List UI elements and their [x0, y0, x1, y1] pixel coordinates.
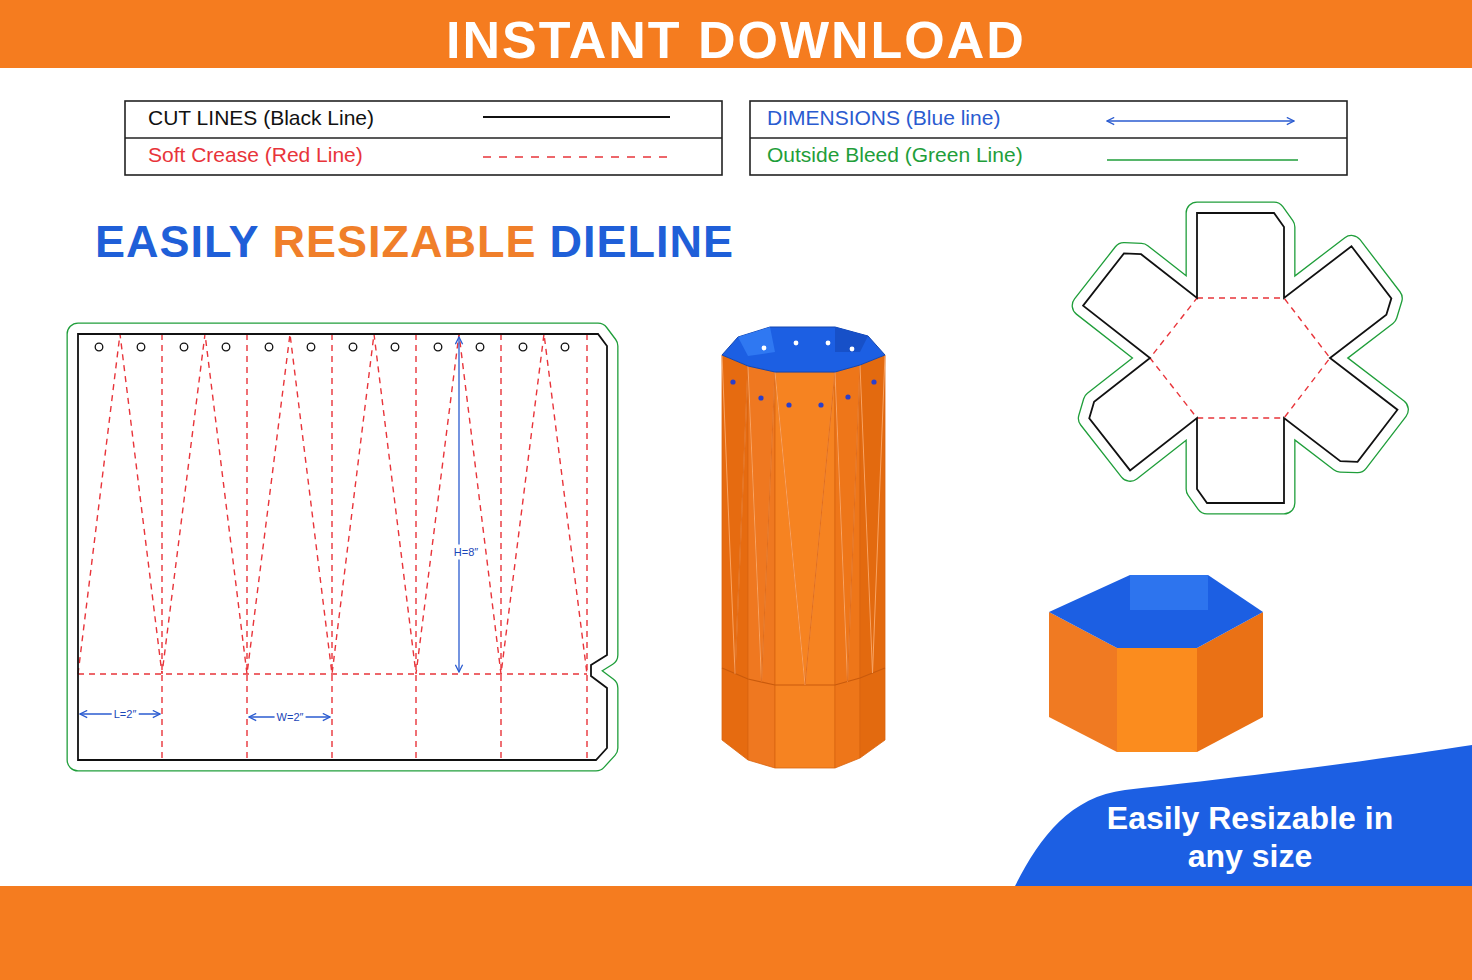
- tube-hole: [758, 395, 763, 400]
- legend-frame: [125, 101, 1347, 175]
- bleed-gap: [1083, 213, 1397, 503]
- badge-wave: Easily Resizable in any size: [1015, 745, 1472, 886]
- tube-hole: [818, 402, 823, 407]
- crease-line: [586, 334, 587, 760]
- legend-label: DIMENSIONS (Blue line): [767, 106, 1000, 130]
- cut-line: [78, 334, 607, 760]
- punch-hole: [434, 343, 442, 351]
- tube-fold: [775, 372, 835, 685]
- legend-divider: [125, 137, 722, 139]
- bottom-bar: [0, 886, 1472, 980]
- tube-hole: [850, 347, 855, 352]
- hex-dieline: [1083, 213, 1397, 503]
- legend-box: [750, 101, 1347, 175]
- legend-label: Outside Bleed (Green Line): [767, 143, 1023, 167]
- tube-hole: [762, 346, 767, 351]
- legend-sample: [1107, 120, 1294, 122]
- punch-hole: [519, 343, 527, 351]
- punch-hole: [137, 343, 145, 351]
- tube-fold: [762, 372, 806, 685]
- badge-text: Easily Resizable in any size: [1075, 799, 1425, 875]
- tube-face: [722, 355, 748, 760]
- tube-face: [748, 366, 775, 768]
- tube-hole: [794, 341, 799, 346]
- punch-hole: [307, 343, 315, 351]
- dimension-label: L=2″: [112, 707, 139, 722]
- tube-fold: [722, 355, 748, 674]
- legend-sample: [483, 156, 670, 158]
- bleed-line: [78, 334, 607, 760]
- hex-box-mockup: [1049, 575, 1263, 752]
- tube-hole: [786, 402, 791, 407]
- heading: EASILY RESIZABLE DIELINE: [95, 217, 747, 267]
- heading-word: DIELINE: [549, 217, 734, 267]
- punch-hole: [561, 343, 569, 351]
- punch-hole: [180, 343, 188, 351]
- crease-line: [331, 334, 332, 760]
- crease-line: [246, 334, 247, 760]
- dimension-label: H=8″: [452, 545, 480, 560]
- tube-hole: [730, 379, 735, 384]
- punch-hole: [391, 343, 399, 351]
- tube-fold: [735, 366, 762, 682]
- tube-dieline: [78, 334, 607, 760]
- legend-box: [125, 101, 722, 175]
- tube-fold: [860, 355, 885, 673]
- tube-face: [860, 355, 885, 758]
- punch-hole: [476, 343, 484, 351]
- tube-mockup: [722, 327, 885, 768]
- banner-title: INSTANT DOWNLOAD: [0, 10, 1472, 70]
- tube-hole: [871, 379, 876, 384]
- tube-inner-wall: [835, 327, 868, 352]
- legend-divider: [750, 137, 1347, 139]
- punch-hole: [222, 343, 230, 351]
- tube-fold: [835, 365, 860, 682]
- tube-face: [835, 365, 860, 768]
- tube-hole: [845, 394, 850, 399]
- tube-fold: [748, 366, 775, 682]
- legend-sample: [483, 116, 670, 118]
- crease-line: [161, 334, 162, 760]
- badge-shape: [1015, 745, 1472, 886]
- tube-hole: [826, 341, 831, 346]
- legend-label: Soft Crease (Red Line): [148, 143, 363, 167]
- dimension-label: W=2″: [275, 710, 306, 725]
- tube-opening: [722, 327, 885, 372]
- box-top: [1049, 575, 1263, 648]
- box-face: [1117, 648, 1197, 752]
- blank-fill: [78, 334, 607, 760]
- punch-hole: [95, 343, 103, 351]
- punch-hole: [265, 343, 273, 351]
- heading-word: RESIZABLE: [272, 217, 536, 267]
- crease-line: [78, 673, 587, 674]
- punch-hole: [349, 343, 357, 351]
- legend-sample: [1107, 159, 1298, 161]
- crease-line: [500, 334, 501, 760]
- box-inner-wall: [1130, 575, 1208, 610]
- tube-fold: [848, 365, 873, 682]
- heading-word: EASILY: [95, 217, 259, 267]
- tube-inner-wall: [738, 327, 775, 356]
- crease-line: [1150, 298, 1330, 418]
- legend-label: CUT LINES (Black Line): [148, 106, 374, 130]
- tube-face: [775, 372, 835, 768]
- blank-fill: [1083, 213, 1397, 503]
- cut-line: [1083, 213, 1397, 503]
- bleed-line: [1083, 213, 1397, 503]
- crease-line: [415, 334, 416, 760]
- bleed-gap: [78, 334, 607, 760]
- dimension-line: [458, 337, 459, 672]
- crease-line: [78, 334, 587, 674]
